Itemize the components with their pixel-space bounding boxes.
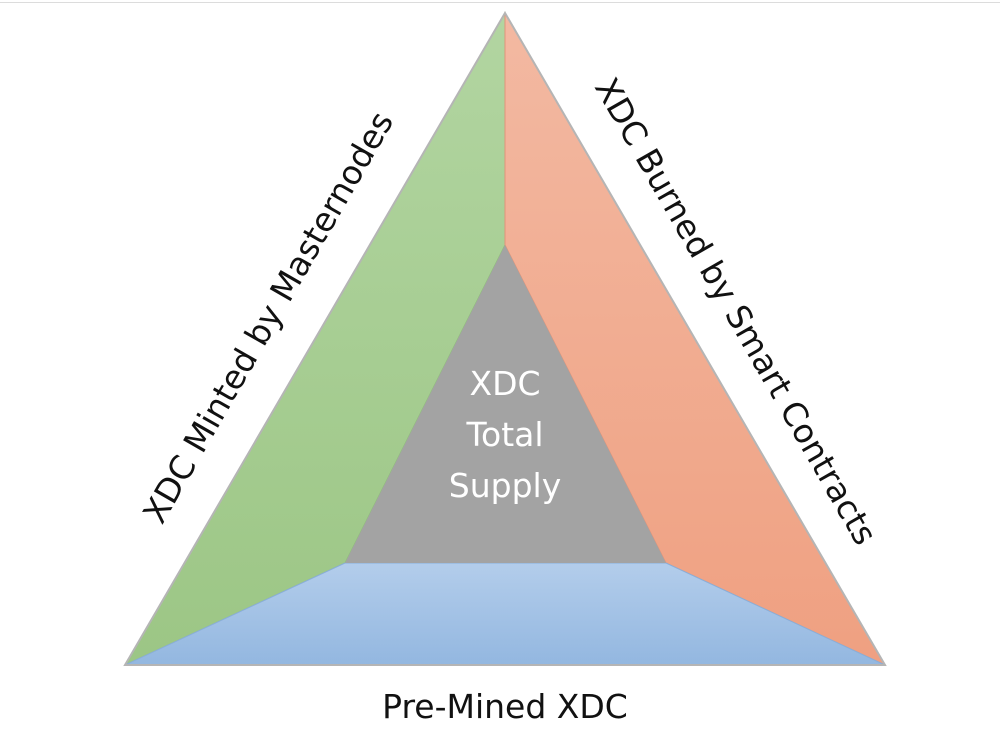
bottom-label: Pre-Mined XDC (382, 687, 628, 726)
center-label-line-1: XDC (469, 364, 540, 403)
top-divider (0, 2, 1000, 3)
triangle-outline (123, 11, 887, 666)
center-label-line-2: Total (465, 415, 543, 454)
center-label-line-3: Supply (449, 466, 561, 505)
total-supply-segment (345, 245, 666, 563)
